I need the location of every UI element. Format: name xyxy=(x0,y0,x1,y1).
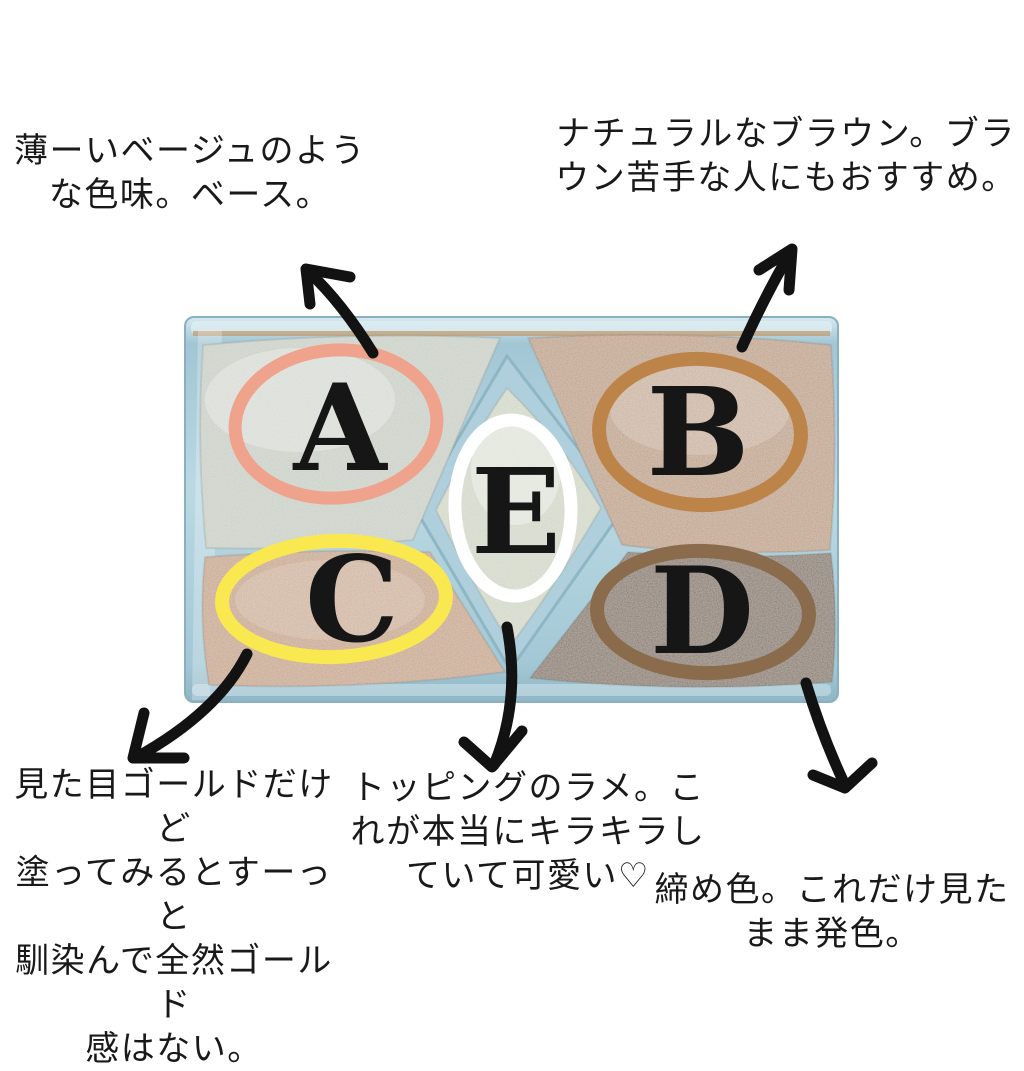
pan-b-letter: B xyxy=(646,360,749,504)
pan-c-letter: C xyxy=(305,530,399,669)
note-line: ウン苦手な人にもおすすめ。 xyxy=(555,158,1017,198)
pan-letters: A B C D E xyxy=(292,358,754,682)
note-pan-d: 締め色。これだけ見た まま発色。 xyxy=(640,868,1024,956)
note-pan-a: 薄ーいベージュのよう な色味。ベース。 xyxy=(8,129,372,217)
case-gold-edge xyxy=(193,331,830,336)
pan-b-circle xyxy=(592,351,808,513)
note-line: トッピングのラメ。こ xyxy=(351,768,705,808)
note-line: 塗ってみるとすーっと xyxy=(15,853,333,937)
pan-d-circle xyxy=(590,543,816,681)
note-pan-b: ナチュラルなブラウン。ブラ ウン苦手な人にもおすすめ。 xyxy=(554,112,1018,200)
arrow-to-note-e xyxy=(458,621,528,773)
pan-highlights xyxy=(205,348,790,640)
note-line: れが本当にキラキラし xyxy=(350,812,706,852)
note-line: 馴染んで全然ゴールド xyxy=(15,941,333,1025)
note-line: ナチュラルなブラウン。ブラ xyxy=(556,114,1016,154)
note-line: まま発色。 xyxy=(743,914,921,954)
pan-c-circle xyxy=(215,533,453,665)
note-line: ていて可愛い♡ xyxy=(406,856,650,896)
note-line: 締め色。これだけ見た xyxy=(654,870,1010,910)
palette-illustration: A B C D E xyxy=(127,243,878,794)
arrow-to-note-d xyxy=(800,677,878,794)
note-line: 感はない。 xyxy=(85,1029,263,1069)
pan-d-letter: D xyxy=(650,541,754,682)
arrow-to-note-a xyxy=(300,263,379,359)
annotated-eyeshadow-photo: 薄ーいベージュのよう な色味。ベース。 ナチュラルなブラウン。ブラ ウン苦手な人… xyxy=(8,112,1024,1069)
note-line: 見た目ゴールドだけど xyxy=(14,765,334,849)
pan-a-circle xyxy=(228,343,444,505)
arrow-to-note-c xyxy=(127,648,253,764)
pan-e-letter: E xyxy=(471,442,561,581)
hand-drawn-circles xyxy=(215,343,816,681)
note-line: な色味。ベース。 xyxy=(48,175,332,215)
pan-e-circle xyxy=(448,413,578,603)
arrow-to-note-b xyxy=(736,243,798,353)
pan-a-letter: A xyxy=(292,358,388,499)
note-pan-e: トッピングのラメ。こ れが本当にキラキラし ていて可愛い♡ xyxy=(340,766,716,898)
note-line: 薄ーいベージュのよう xyxy=(14,131,366,171)
annotation-arrows xyxy=(127,243,878,794)
